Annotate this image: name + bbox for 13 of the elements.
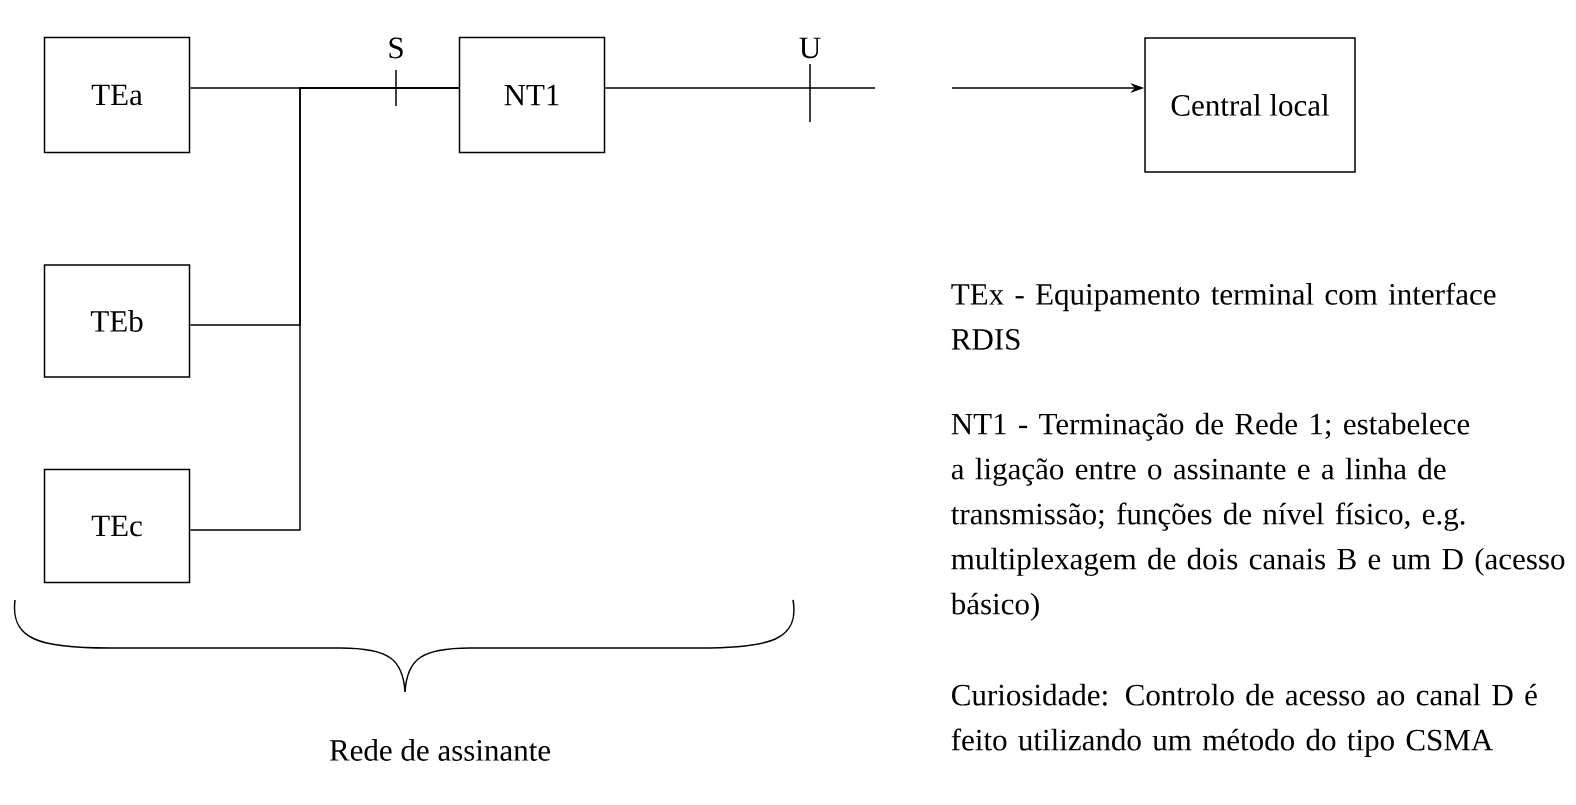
terminal-box: TEb [43, 264, 191, 378]
note-text: Curiosidade: Controlo de acesso ao canal D é feito utilizando um método do tipo CSMA [951, 683, 1537, 757]
reference-point-label: U [799, 37, 821, 59]
terminal-box: Central local [1144, 37, 1356, 173]
connector-line [189, 87, 460, 531]
note-text: TEx - Equipamento terminal com interface RDIS [951, 282, 1496, 350]
connector-line [604, 87, 876, 89]
terminal-box: TEa [43, 36, 191, 154]
reference-point-label: S [389, 37, 403, 59]
terminal-box: NT1 [458, 36, 606, 154]
terminal-box: TEc [43, 468, 191, 584]
note-text: NT1 - Terminação de Rede 1; estabelece a ligação entre o assinante e a linha de transmissão; funções de nível físico, e.g. multiplexagem de dois canais B e um D (acesso básico) [950, 412, 1565, 621]
brace-label: Rede de assinante [329, 739, 550, 761]
